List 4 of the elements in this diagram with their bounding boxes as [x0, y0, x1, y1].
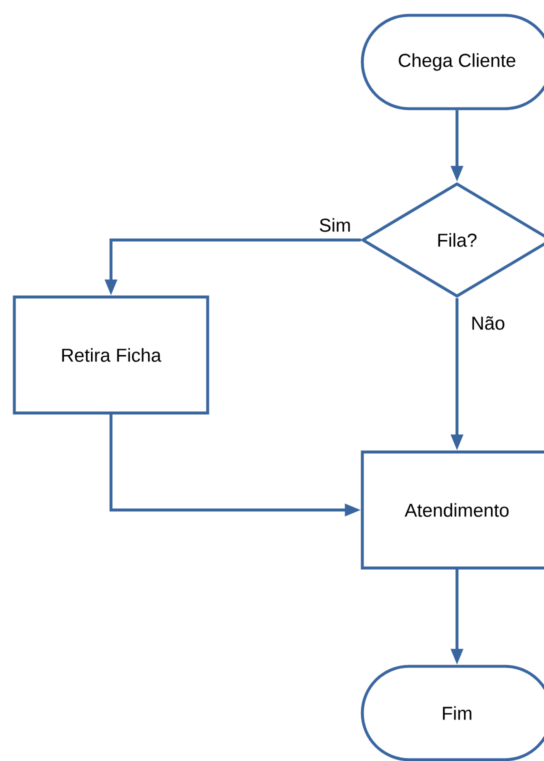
- process-box: Atendimento: [360, 450, 544, 570]
- edge-label: Não: [470, 314, 506, 332]
- edge-label: Sim: [318, 216, 352, 234]
- process-box: Retira Ficha: [12, 296, 210, 414]
